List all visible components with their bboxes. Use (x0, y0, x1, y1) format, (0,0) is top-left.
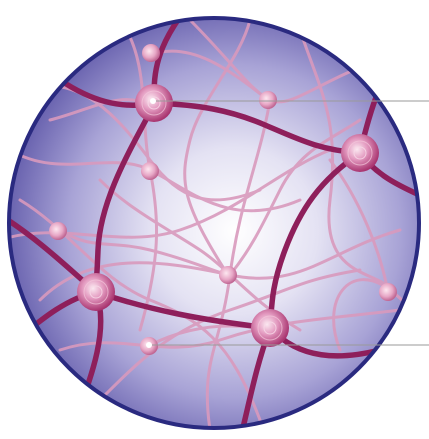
node-right (341, 134, 379, 172)
node-small-mid-left (141, 162, 159, 180)
callout-dot-bottom (146, 342, 152, 348)
node-left (77, 273, 115, 311)
node-small-center (219, 266, 237, 284)
node-small-upper-mid (259, 91, 277, 109)
node-small-top (142, 44, 160, 62)
callout-dot-top (150, 98, 156, 104)
node-bottom (251, 309, 289, 347)
node-small-left (49, 222, 67, 240)
sphere-body (9, 18, 419, 428)
node-small-right (379, 283, 397, 301)
